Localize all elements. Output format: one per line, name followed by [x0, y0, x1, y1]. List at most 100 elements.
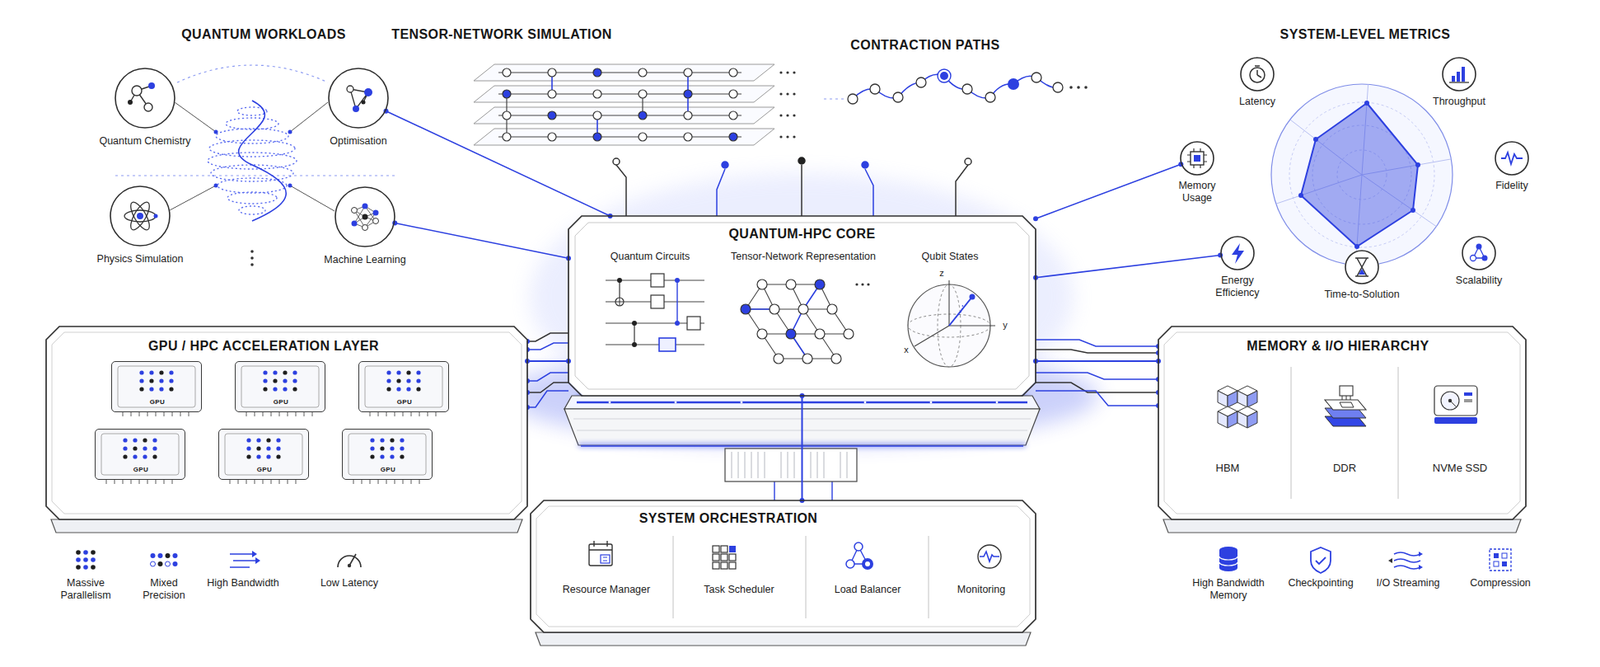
panel-compartment: Load Balancer [810, 531, 925, 624]
connector-line [394, 222, 569, 258]
feature-label: Massive Parallelism [52, 576, 119, 602]
node-label: Fidelity [1493, 179, 1530, 192]
panel-bodies [46, 326, 1526, 646]
node-label: Memory Usage [1167, 179, 1227, 205]
panel-compartment: Task Scheduler [677, 531, 801, 624]
section-heading: SYSTEM-LEVEL METRICS [1278, 26, 1453, 43]
section-heading: CONTRACTION PATHS [848, 37, 1002, 53]
circle-outline [327, 67, 389, 129]
connector-line [801, 395, 804, 501]
icon-circle: Physics Simulation [109, 185, 171, 247]
node-label: Load Balancer [834, 583, 902, 596]
node-label: Tensor-Network Representation [730, 250, 876, 263]
circle-outline [1239, 56, 1275, 92]
node-label: Throughput [1431, 95, 1488, 108]
outline-shape [568, 215, 1036, 396]
icon-circle: Scalability [1461, 235, 1497, 271]
core-top-wires [612, 157, 972, 216]
icon-circle: Time-to-Solution [1344, 249, 1380, 285]
connector-line [527, 360, 569, 362]
panel-heading: GPU [149, 397, 166, 407]
node-label: HBM [1216, 461, 1240, 475]
panel-heading: GPU [273, 397, 290, 407]
layer-panel: QUANTUM-HPC CORE Quantum Circuits Tensor-N… [568, 215, 1036, 396]
circle-outline [1441, 56, 1477, 92]
node-label: Latency [1237, 95, 1278, 108]
layer-panel: MEMORY & I/O HIERARCHY HBM DDR NVMe SSD [1158, 326, 1526, 520]
outline-shape [530, 500, 1036, 632]
connector-line [386, 111, 611, 216]
icon-circle: Optimisation [327, 67, 389, 129]
circle-outline [1344, 249, 1380, 285]
node-label: Qubit States [921, 250, 979, 263]
outline-shape [1221, 236, 1254, 270]
wire-dot [1033, 215, 1039, 221]
icon-circle: Latency [1239, 56, 1275, 92]
panel-outline [46, 326, 528, 520]
node-label: Resource Manager [562, 583, 651, 596]
feature-label: Checkpointing [1286, 576, 1355, 590]
outline-shape [1442, 57, 1476, 91]
outline-shape [1345, 250, 1379, 284]
panel-heading: GPU [257, 465, 273, 474]
node-label: DDR [1333, 461, 1357, 475]
node-label: NVMe SSD [1432, 461, 1488, 475]
panel-outline [1158, 326, 1526, 520]
gpu-chip: GPU [234, 360, 326, 412]
connector-line [1035, 255, 1221, 278]
icon-circle: Memory Usage [1179, 140, 1215, 176]
node-label: Physics Simulation [95, 252, 186, 266]
panel-compartment: DDR [1296, 362, 1393, 503]
panel-heading: QUANTUM-HPC CORE [729, 225, 876, 242]
section-heading: TENSOR-NETWORK SIMULATION [389, 26, 613, 43]
gpu-chip: GPU [218, 428, 309, 480]
panel-heading: GPU / HPC ACCELERATION LAYER [148, 337, 379, 354]
circle-outline [1461, 235, 1497, 271]
node-label: Monitoring [957, 583, 1006, 596]
memory-icons [1217, 385, 1478, 428]
feature-label: Low Latency [318, 576, 380, 590]
outline-shape [1240, 57, 1274, 91]
metrics-radar [1179, 56, 1530, 285]
connector-line [1035, 360, 1159, 362]
feature-label: High Bandwidth [205, 576, 281, 590]
panel-heading: SYSTEM ORCHESTRATION [639, 509, 819, 526]
axis-label: y [1001, 319, 1010, 331]
outline-shape [1158, 326, 1526, 520]
layer-panel: GPU / HPC ACCELERATION LAYER GPU GPU GPU GPU… [46, 326, 528, 520]
gpu-chip-art [94, 360, 450, 484]
axis-label: x [902, 344, 911, 356]
contraction-path-art [823, 69, 1088, 104]
node-label: Quantum Chemistry [97, 135, 192, 148]
feature-label: I/O Streaming [1374, 576, 1441, 590]
panel-heading: GPU [133, 465, 150, 474]
feature-label: Compression [1468, 576, 1533, 590]
tensor-network-art [473, 64, 796, 146]
circle-outline [114, 67, 176, 129]
panel-outline [568, 215, 1036, 396]
gpu-chip: GPU [358, 360, 450, 412]
node-label: Optimisation [327, 135, 389, 148]
node-label: Machine Learning [322, 253, 408, 267]
icon-circle: Throughput [1441, 56, 1477, 92]
circle-outline [1179, 140, 1215, 176]
panel-heading: GPU [397, 397, 413, 407]
panel-compartment: NVMe SSD [1403, 362, 1516, 503]
outline-shape [1495, 141, 1529, 175]
gpu-chip: GPU [341, 428, 433, 480]
node-label: Quantum Circuits [610, 250, 691, 263]
panel-compartment: HBM [1169, 362, 1286, 503]
panel-heading: MEMORY & I/O HIERARCHY [1246, 337, 1429, 354]
gpu-chip: GPU [111, 360, 202, 412]
circle-outline [1220, 235, 1255, 271]
feature-label: High Bandwidth Memory [1187, 576, 1270, 602]
node-label: Time-to-Solution [1322, 288, 1401, 301]
feature-icons [75, 540, 1512, 573]
circle-outline [334, 186, 396, 248]
feature-label: Mixed Precision [134, 576, 194, 602]
node-label: Energy Efficiency [1207, 274, 1268, 300]
outline-shape [1180, 141, 1214, 175]
